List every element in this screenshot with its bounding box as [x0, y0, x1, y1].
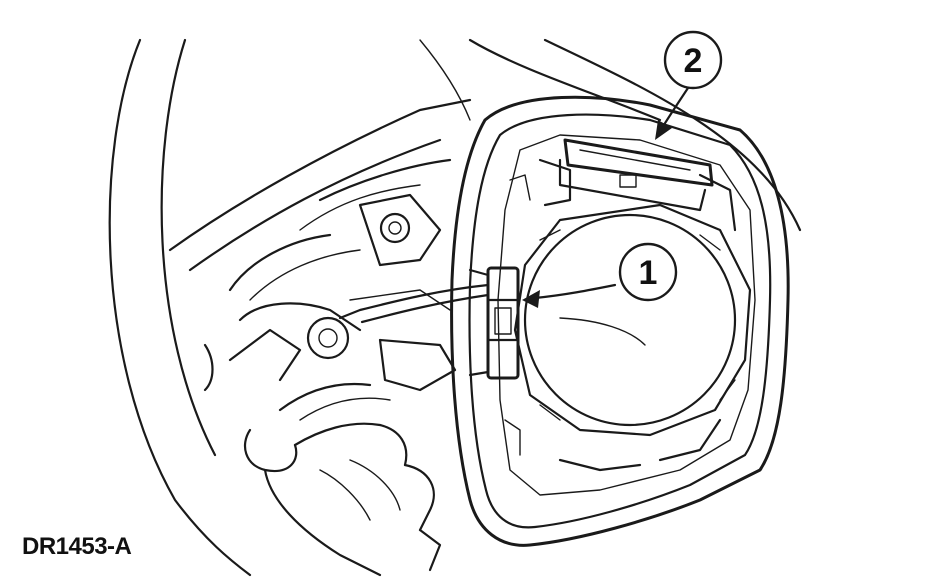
technician-hand — [243, 382, 442, 577]
callout-1: 1 — [618, 242, 678, 302]
callout-2-label: 2 — [684, 42, 703, 80]
steering-wheel-rim — [108, 38, 802, 577]
electrical-connector — [468, 266, 520, 380]
retaining-clip — [558, 138, 714, 212]
figure-code: DR1453-A — [22, 533, 132, 560]
leader-arrows — [522, 83, 692, 346]
airbag-module-housing — [450, 95, 790, 547]
callout-2: 2 — [663, 30, 723, 90]
steering-wheel-spoke — [168, 98, 472, 392]
airbag-inflator — [513, 203, 752, 437]
wire-harness — [338, 283, 490, 324]
callout-1-label: 1 — [639, 254, 658, 292]
